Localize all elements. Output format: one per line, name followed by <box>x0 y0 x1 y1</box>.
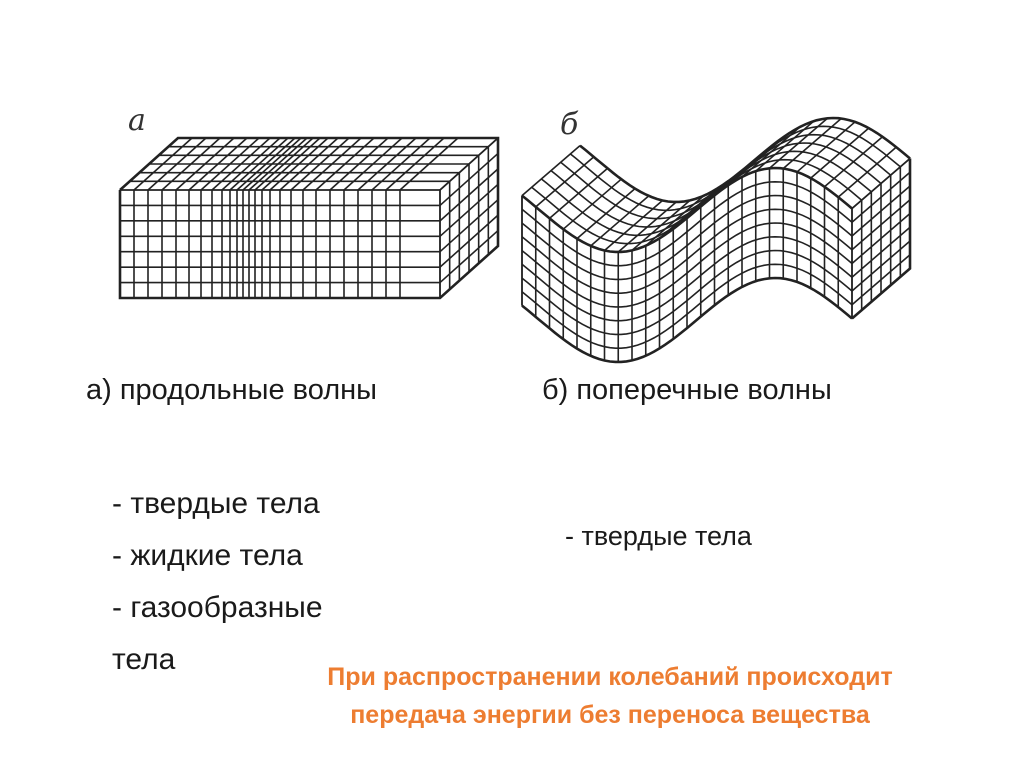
mesh-line <box>521 249 853 336</box>
wave-diagrams: а б <box>118 103 912 364</box>
mesh-line <box>603 199 664 252</box>
mesh-line <box>851 212 911 265</box>
mesh-line <box>521 263 853 350</box>
mesh-line <box>521 208 853 295</box>
mesh-line <box>439 214 499 268</box>
mesh-line <box>617 201 677 253</box>
mesh-line <box>439 168 499 222</box>
mesh-line <box>535 156 595 208</box>
list-item: - твердые тела <box>112 487 320 520</box>
mesh-line <box>521 222 853 308</box>
mesh-line <box>810 127 870 179</box>
mesh-line <box>658 187 719 240</box>
list-item: - твердые тела <box>565 521 752 551</box>
media-list-longitudinal: - твердые тела - жидкие тела - газообраз… <box>112 478 432 686</box>
mesh-line <box>576 188 636 240</box>
mesh-line <box>796 121 856 173</box>
mesh-line <box>837 146 897 198</box>
mesh-line <box>439 137 499 191</box>
list-item: - газообразные <box>112 591 323 624</box>
caption-transverse: б) поперечные волны <box>542 374 832 406</box>
mesh-line <box>439 183 499 237</box>
figure-b-letter: б <box>560 107 579 142</box>
mesh-line <box>645 195 705 247</box>
mesh-line <box>521 144 581 197</box>
note-line-1: При распространении колебаний происходит <box>327 663 893 691</box>
mesh-line <box>851 254 911 306</box>
mesh-line <box>851 240 911 292</box>
mesh-line <box>741 126 801 178</box>
mesh-line <box>550 142 882 228</box>
mesh-line <box>560 133 892 220</box>
mesh-line <box>590 195 650 247</box>
mesh-line <box>562 178 622 230</box>
mesh-line <box>439 229 499 284</box>
note-line-2: передача энергии без переноса вещества <box>350 701 870 729</box>
mesh-line <box>548 167 609 219</box>
mesh-line <box>851 226 911 278</box>
caption-longitudinal: а) продольные волны <box>86 374 378 406</box>
mesh-line <box>823 136 884 188</box>
mesh-line <box>755 120 815 172</box>
transverse-wave-block <box>521 116 912 364</box>
longitudinal-wave-block <box>118 136 500 300</box>
block-outline <box>851 158 912 320</box>
mesh-line <box>631 199 691 251</box>
list-item: тела <box>112 643 176 676</box>
energy-transfer-note: При распространении колебаний происходит… <box>250 658 970 734</box>
block-outline <box>118 136 500 300</box>
block-outline <box>521 166 853 254</box>
block-outline <box>521 276 853 364</box>
block-outline <box>579 116 911 204</box>
mesh-line <box>851 185 911 237</box>
mesh-line <box>782 117 842 170</box>
mesh-line <box>439 199 499 253</box>
mesh-line <box>521 180 853 267</box>
mesh-line <box>851 171 911 223</box>
mesh-line <box>569 125 901 212</box>
media-list-transverse: - твердые тела <box>565 510 752 562</box>
list-item: - жидкие тела <box>112 539 303 572</box>
mesh-line <box>851 199 911 251</box>
mesh-line <box>521 194 853 281</box>
figure-a-letter: а <box>128 103 146 138</box>
mesh-line <box>439 152 499 207</box>
mesh-line <box>768 117 829 169</box>
mesh-line <box>521 235 853 322</box>
mesh-line <box>851 157 911 210</box>
